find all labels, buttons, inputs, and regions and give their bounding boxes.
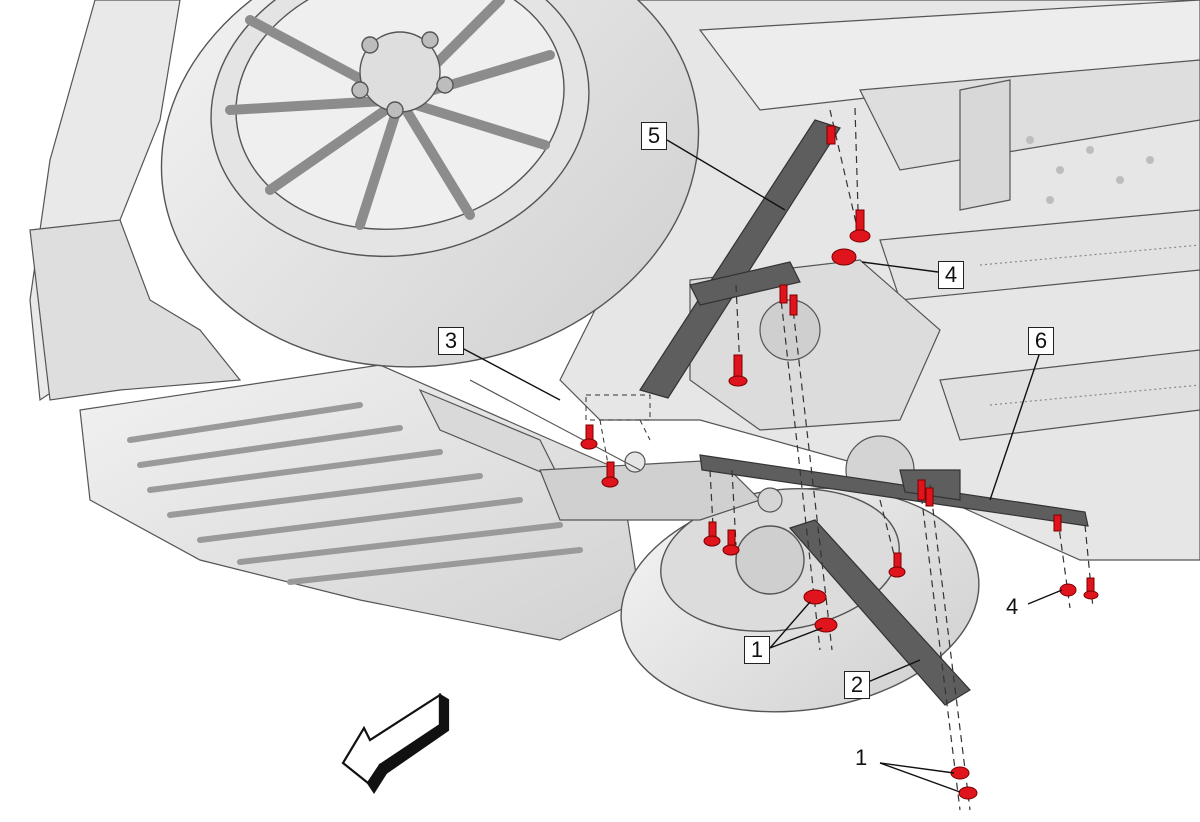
nut-icon [831, 248, 857, 266]
brace-2 [788, 519, 971, 706]
callout-4-lower: 4 [1006, 594, 1019, 619]
bolt-icon [888, 552, 906, 578]
bolt-icon [917, 479, 926, 501]
bolt-icon [1053, 514, 1062, 532]
bolt-icon [601, 461, 619, 488]
nut-icon [1059, 583, 1077, 597]
bolt-icon [849, 209, 871, 243]
callout-3: 3 [438, 327, 464, 355]
leader-lines [461, 139, 1063, 793]
bolt-icon [728, 354, 748, 387]
bolt-icon [703, 521, 721, 547]
callout-6: 6 [1028, 327, 1054, 355]
bolt-icon [722, 529, 740, 556]
bolt-icon [789, 294, 798, 316]
bolt-icon [779, 284, 788, 304]
callout-1-lower: 1 [855, 745, 868, 770]
nut-icon [803, 589, 827, 605]
brace-6 [699, 454, 1089, 527]
bolt-icon [1083, 577, 1099, 600]
underbody [559, 0, 1200, 561]
front-fascia [29, 0, 242, 402]
brace-5 [639, 119, 841, 399]
bolt-icon [925, 487, 934, 507]
callout-2: 2 [844, 671, 870, 699]
callout-4: 4 [938, 261, 964, 289]
forward-direction-arrow [341, 692, 450, 795]
bolt-icon [580, 424, 598, 450]
bolt-icon [826, 125, 836, 145]
nut-icon [958, 786, 978, 800]
wheel-upper [160, 0, 700, 368]
callout-5: 5 [641, 122, 667, 150]
fasteners [580, 125, 1099, 800]
control-arm [539, 451, 783, 521]
splash-shield [79, 364, 641, 641]
callout-1-upper: 1 [744, 636, 770, 664]
